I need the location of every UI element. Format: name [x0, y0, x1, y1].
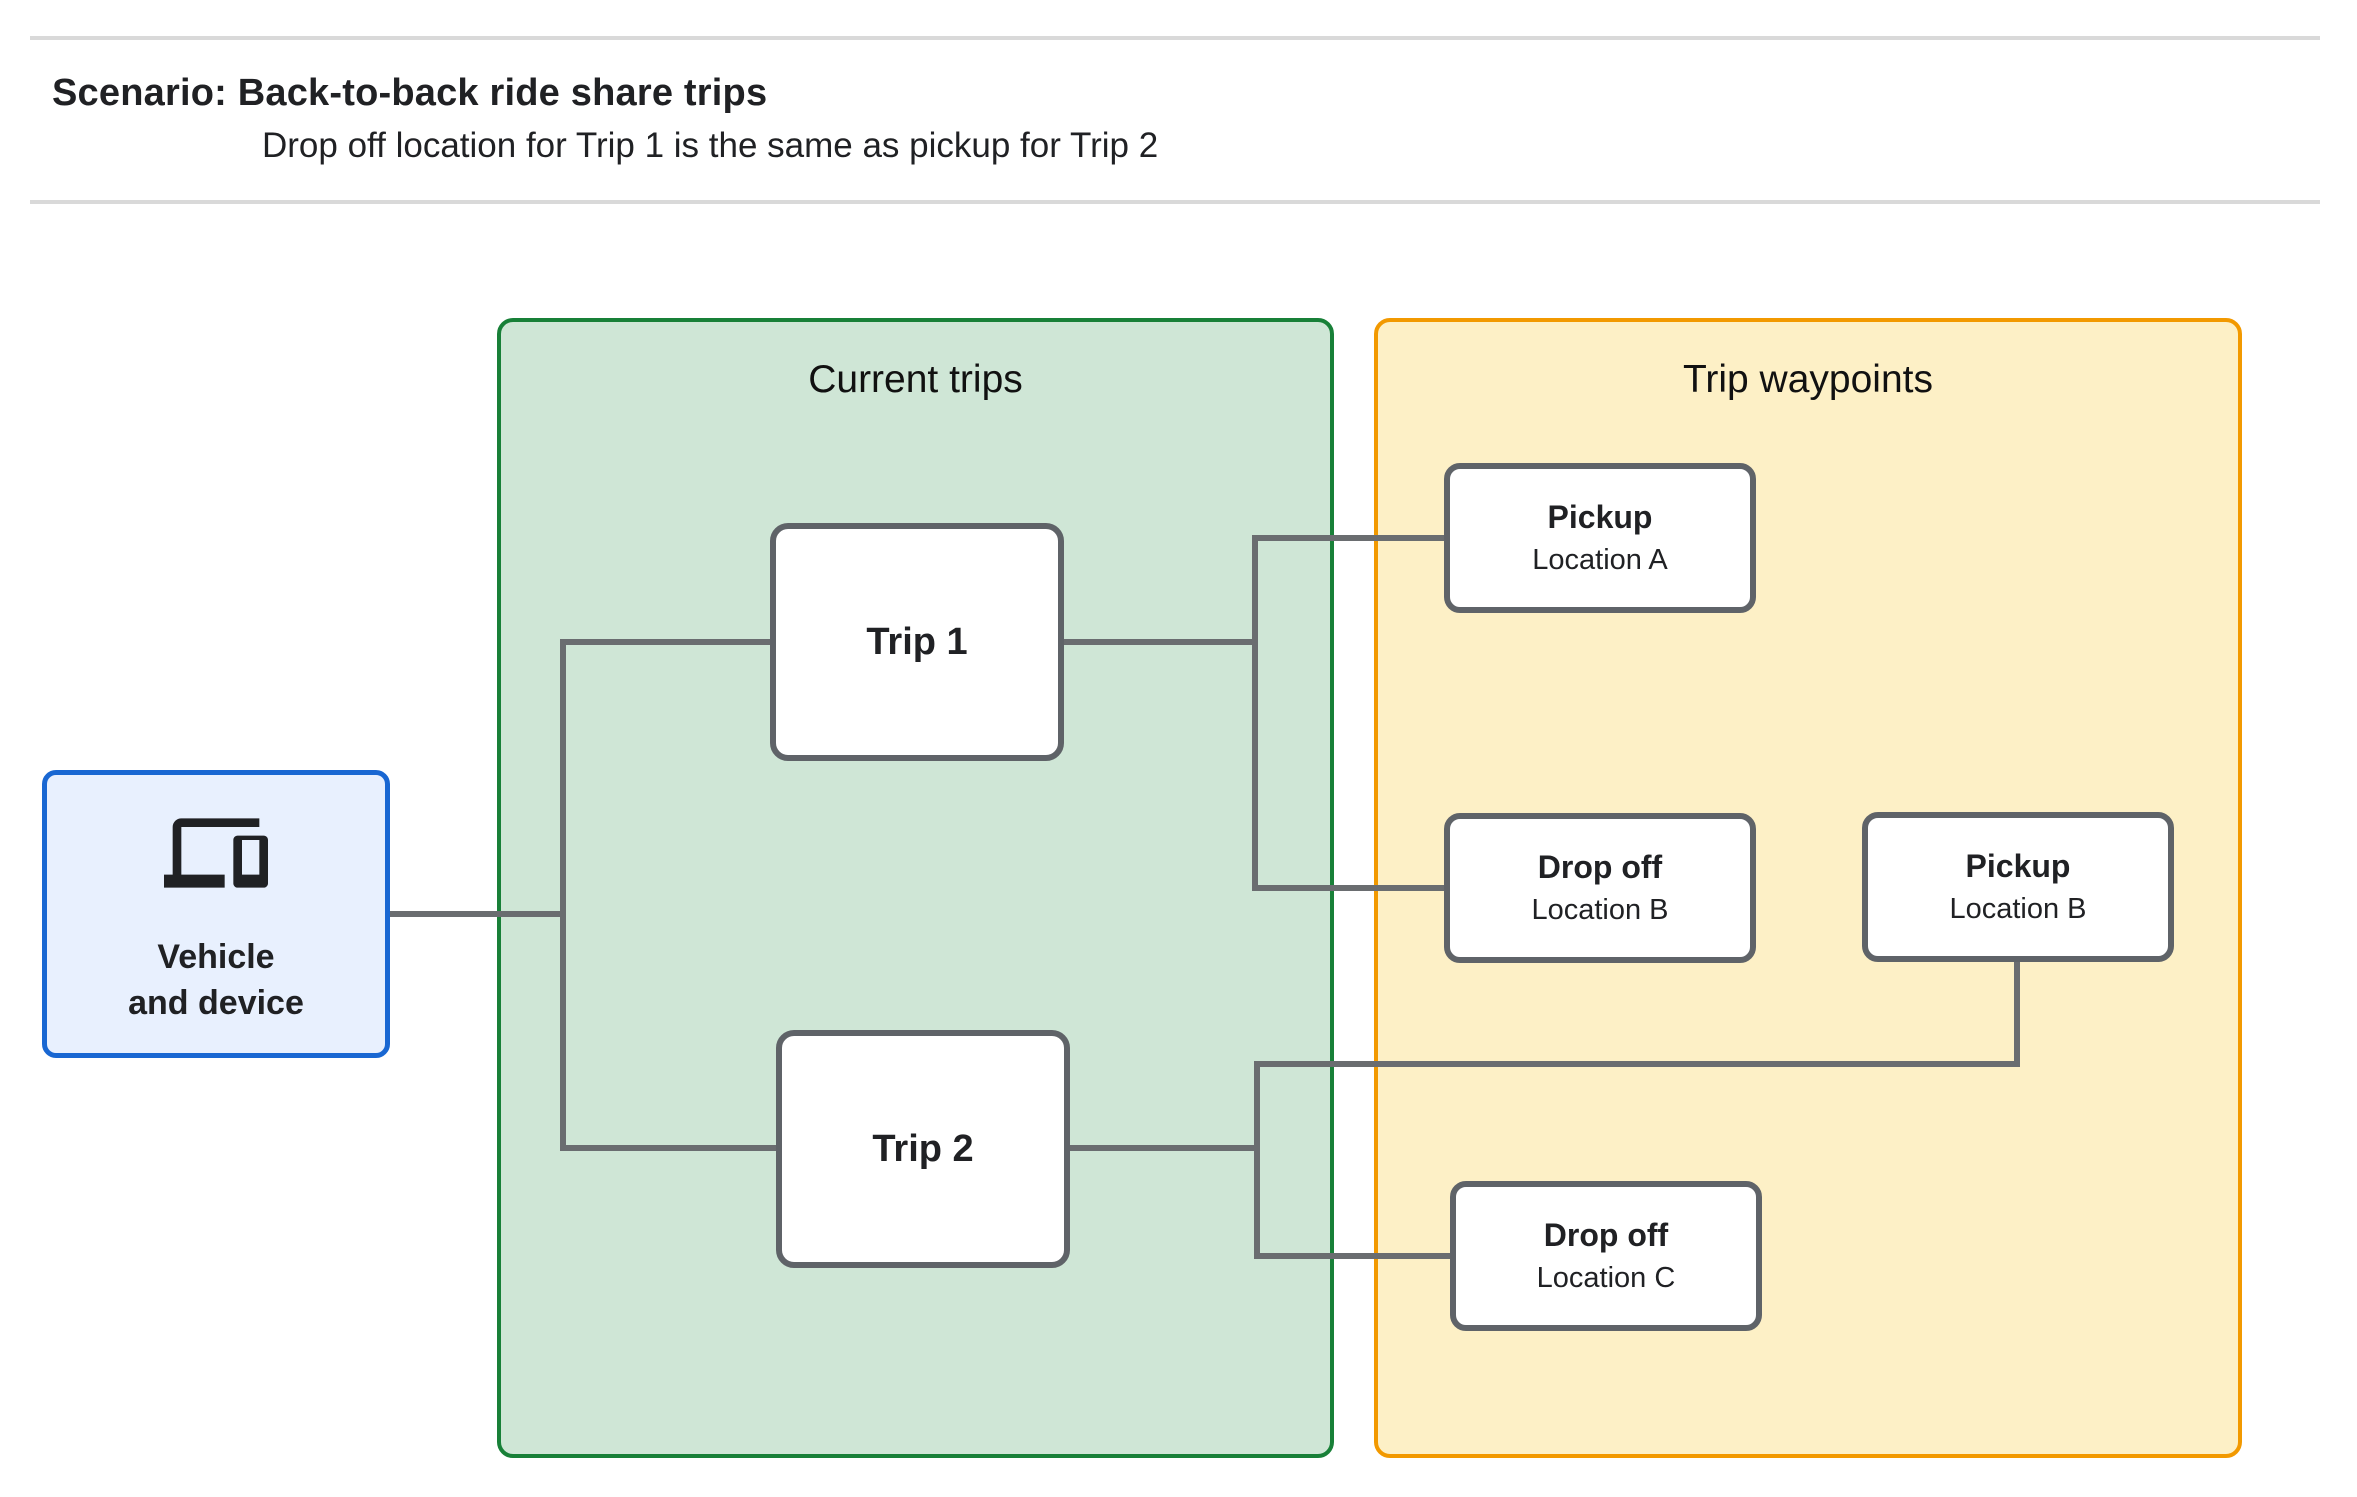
connector-branch-to-dropoff-b — [1252, 885, 1450, 891]
waypoint-pickup-location-a: Pickup Location A — [1444, 463, 1756, 613]
waypoint-subtitle: Location C — [1536, 1262, 1676, 1294]
connector-pickup-b-descender — [2014, 956, 2020, 1067]
connector-trip1-branch-vertical — [1252, 535, 1258, 891]
divider-top — [30, 36, 2320, 40]
waypoint-title: Drop off — [1537, 849, 1663, 885]
group-current-trips-title: Current trips — [808, 358, 1023, 401]
vehicle-device-label: Vehicle and device — [128, 935, 304, 1027]
vehicle-device-node: Vehicle and device — [42, 770, 390, 1058]
group-current-trips: Current trips — [497, 318, 1334, 1458]
connector-junction-to-trip1 — [560, 639, 776, 645]
page-title: Scenario: Back-to-back ride share trips — [52, 72, 768, 114]
divider-header-bottom — [30, 200, 2320, 204]
connector-left-junction-vertical — [560, 639, 566, 1151]
waypoint-dropoff-location-b: Drop off Location B — [1444, 813, 1756, 963]
trip-2-label: Trip 2 — [872, 1127, 974, 1170]
devices-icon — [164, 801, 268, 905]
vehicle-label-line2: and device — [128, 984, 304, 1022]
connector-trip2-to-branch — [1064, 1145, 1260, 1151]
waypoint-subtitle: Location A — [1532, 544, 1668, 576]
waypoint-title: Drop off — [1543, 1217, 1669, 1253]
connector-trip2-branch-vertical — [1254, 1061, 1260, 1259]
connector-vehicle-to-junction — [390, 911, 566, 917]
group-trip-waypoints-title: Trip waypoints — [1683, 358, 1933, 401]
connector-junction-to-trip2 — [560, 1145, 782, 1151]
connector-branch-to-pickup-b — [1254, 1061, 2020, 1067]
page-subtitle: Drop off location for Trip 1 is the same… — [262, 126, 1159, 165]
connector-branch-to-pickup-a — [1252, 535, 1450, 541]
waypoint-title: Pickup — [1547, 499, 1653, 535]
waypoint-subtitle: Location B — [1949, 893, 2087, 925]
waypoint-pickup-location-b: Pickup Location B — [1862, 812, 2174, 962]
vehicle-label-line1: Vehicle — [157, 938, 275, 977]
connector-branch-to-dropoff-c — [1254, 1253, 1456, 1259]
waypoint-subtitle: Location B — [1531, 894, 1669, 926]
waypoint-title: Pickup — [1965, 848, 2071, 884]
trip-1-label: Trip 1 — [866, 620, 968, 663]
trip-2-node: Trip 2 — [776, 1030, 1070, 1268]
trip-1-node: Trip 1 — [770, 523, 1064, 761]
connector-trip1-to-branch — [1058, 639, 1258, 645]
waypoint-dropoff-location-c: Drop off Location C — [1450, 1181, 1762, 1331]
